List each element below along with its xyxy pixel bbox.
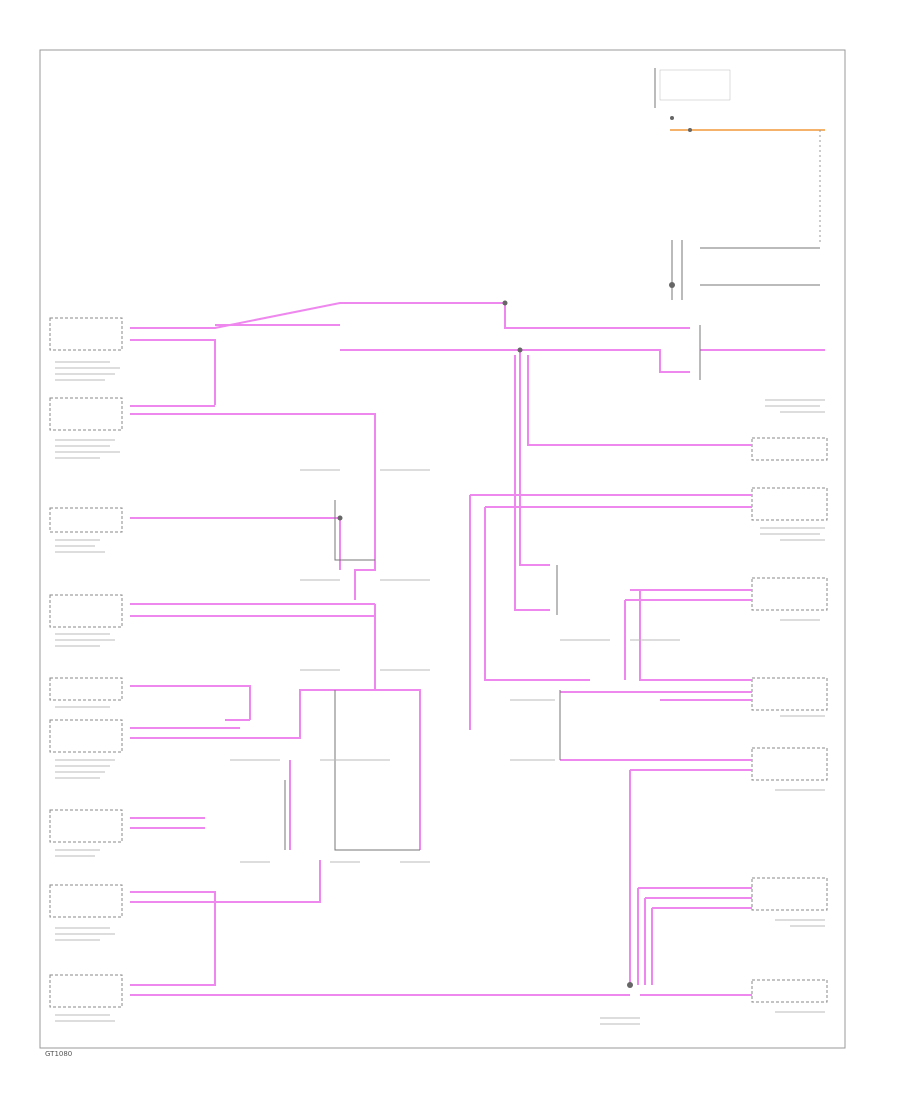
- connector-smart-key: [49, 809, 123, 843]
- fine-print-marks: [55, 361, 825, 1025]
- connector-electronic-brake: [49, 884, 123, 918]
- connector-climate-control: [751, 877, 828, 911]
- connector-rear-lamp: [751, 437, 828, 461]
- connector-digital-radio: [49, 677, 123, 701]
- connector-instrument-panel-module: [751, 487, 828, 521]
- connector-sir-module: [751, 979, 828, 1003]
- left-connectors: [49, 317, 123, 1008]
- connector-heated-seat-module: [49, 397, 123, 431]
- data-bus-wires: [130, 302, 825, 996]
- connector-powertrain-control: [49, 974, 123, 1008]
- splice-top-right: [669, 240, 820, 300]
- connector-hvac-control: [751, 677, 828, 711]
- connector-driver-door-module: [49, 507, 123, 533]
- connector-radio: [751, 577, 828, 611]
- right-connectors: [751, 437, 828, 1003]
- connector-body-control-module: [49, 317, 123, 351]
- diagram-border: [39, 49, 846, 1049]
- connector-instrument-cluster: [751, 747, 828, 781]
- fuse-block: [654, 68, 825, 245]
- connector-remote-control-door-lock: [49, 719, 123, 753]
- footer-code: GT1080: [45, 1050, 72, 1058]
- splice-lines: [284, 300, 701, 988]
- connector-seat-memory-module: [49, 594, 123, 628]
